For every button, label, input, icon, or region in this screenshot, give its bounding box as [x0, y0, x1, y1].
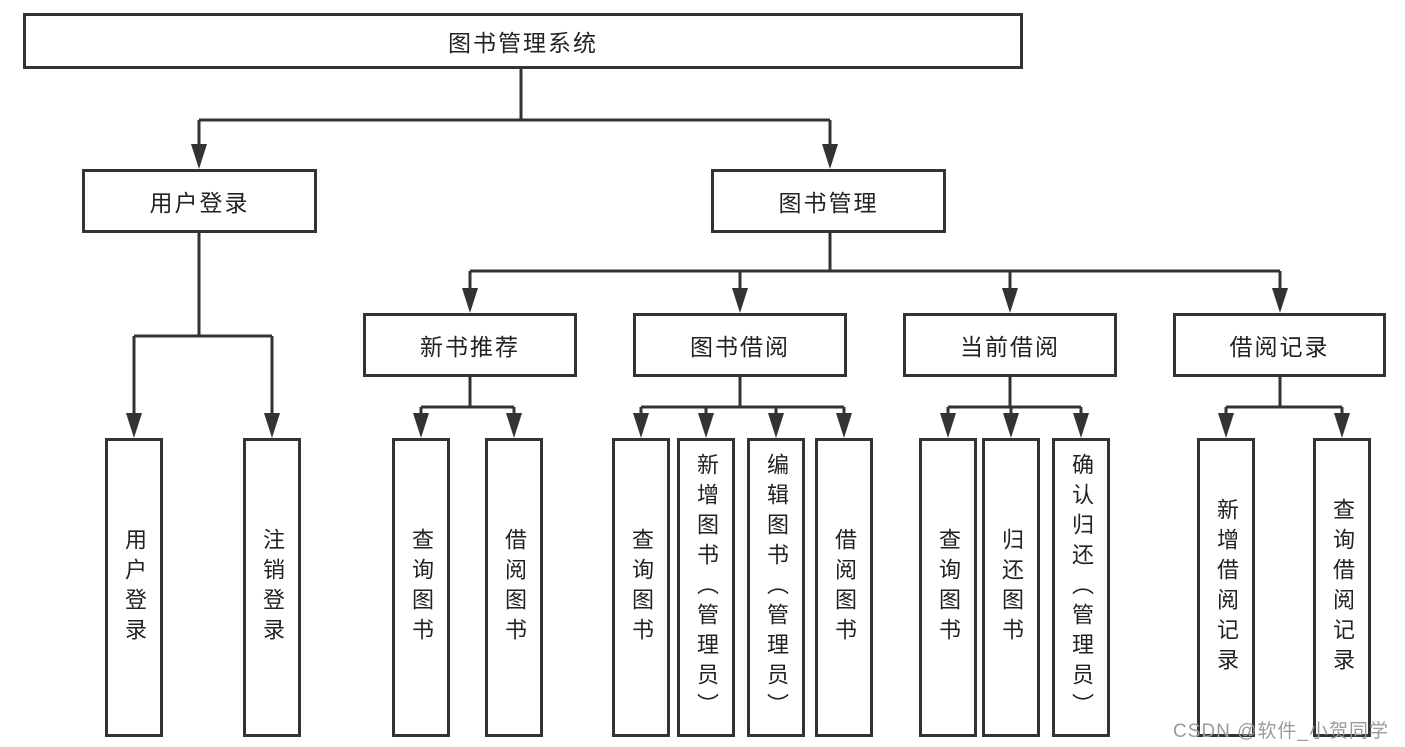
leaf-logout: 注销登录 [243, 438, 301, 737]
leaf-user-login: 用户登录 [105, 438, 163, 737]
leaf-add-borrow-record: 新增借阅记录 [1197, 438, 1255, 737]
arrow-down-icon [822, 144, 838, 169]
leaf-query-borrow-record: 查询借阅记录 [1313, 438, 1371, 737]
leaf-return-books: 归还图书 [982, 438, 1040, 737]
arrow-down-icon [768, 413, 784, 438]
arrow-down-icon [413, 413, 429, 438]
leaf-borrow-books-2: 借阅图书 [815, 438, 873, 737]
branch-root [197, 67, 832, 146]
leaf-edit-books-admin: 编辑图书（管理员） [747, 438, 805, 737]
node-label: 用户登录 [122, 527, 147, 648]
node-user-login: 用户登录 [82, 169, 317, 233]
branch-book-borrow [639, 377, 846, 415]
arrow-down-icon [836, 413, 852, 438]
arrow-down-icon [1002, 288, 1018, 313]
node-label: 图书管理 [778, 190, 879, 216]
node-current-borrow: 当前借阅 [903, 313, 1117, 377]
leaf-query-books-1: 查询图书 [392, 438, 450, 737]
leaf-query-books-3: 查询图书 [919, 438, 977, 737]
arrow-down-icon [1003, 413, 1019, 438]
arrow-down-icon [191, 144, 207, 169]
arrow-down-icon [462, 288, 478, 313]
arrow-down-icon [732, 288, 748, 313]
leaf-add-books-admin: 新增图书（管理员） [677, 438, 735, 737]
arrow-down-icon [506, 413, 522, 438]
node-root-system: 图书管理系统 [23, 13, 1023, 69]
arrow-down-icon [1272, 288, 1288, 313]
node-label: 用户登录 [149, 190, 250, 216]
arrow-down-icon [1073, 413, 1089, 438]
node-label: 借阅图书 [502, 527, 527, 648]
node-label: 新书推荐 [420, 334, 520, 360]
leaf-borrow-books-1: 借阅图书 [485, 438, 543, 737]
node-label: 查询借阅记录 [1330, 497, 1355, 678]
node-label: 编辑图书（管理员） [764, 452, 789, 723]
arrow-down-icon [698, 413, 714, 438]
arrow-down-icon [126, 413, 142, 438]
node-label: 注销登录 [260, 527, 285, 648]
node-label: 归还图书 [999, 527, 1024, 648]
arrow-down-icon [1218, 413, 1234, 438]
arrow-down-icon [633, 413, 649, 438]
branch-new-books [419, 377, 516, 415]
node-label: 图书管理系统 [448, 30, 598, 56]
node-label: 新增借阅记录 [1214, 497, 1239, 678]
node-label: 查询图书 [629, 527, 654, 648]
node-new-books: 新书推荐 [363, 313, 577, 377]
branch-current-borrow [946, 377, 1083, 415]
node-label: 新增图书（管理员） [694, 452, 719, 723]
node-label: 当前借阅 [960, 334, 1060, 360]
arrow-down-icon [940, 413, 956, 438]
node-borrow-records: 借阅记录 [1173, 313, 1386, 377]
branch-borrow-records [1224, 377, 1344, 415]
arrow-down-icon [1334, 413, 1350, 438]
node-label: 查询图书 [409, 527, 434, 648]
leaf-query-books-2: 查询图书 [612, 438, 670, 737]
arrow-down-icon [264, 413, 280, 438]
node-label: 借阅记录 [1229, 334, 1330, 360]
node-label: 图书借阅 [690, 334, 790, 360]
branch-book-management [468, 233, 1282, 290]
node-label: 借阅图书 [832, 527, 857, 648]
node-label: 查询图书 [936, 527, 961, 648]
node-label: 确认归还（管理员） [1069, 452, 1094, 723]
node-book-management: 图书管理 [711, 169, 946, 233]
leaf-confirm-return-admin: 确认归还（管理员） [1052, 438, 1110, 737]
branch-user-login [132, 232, 274, 415]
csdn-watermark: CSDN @软件_小贺同学 [1173, 721, 1389, 742]
node-book-borrow: 图书借阅 [633, 313, 847, 377]
